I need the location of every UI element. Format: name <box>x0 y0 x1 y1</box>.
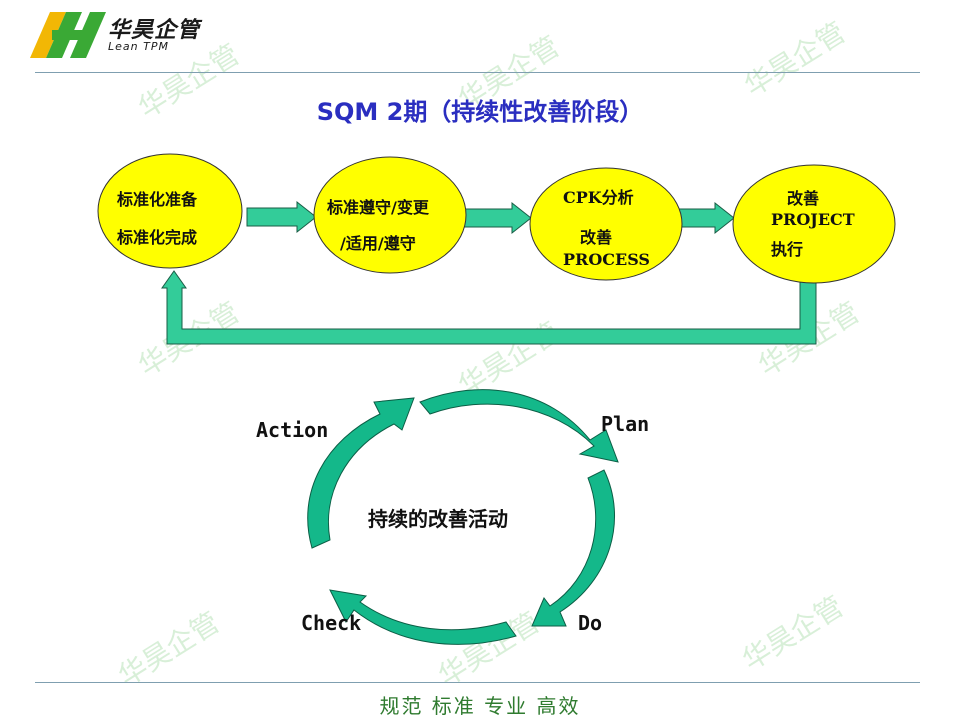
logo-text: 华昊企管 <box>108 18 201 43</box>
flow-node-2 <box>313 156 467 274</box>
node3-label-mid: 改善 <box>580 228 613 247</box>
node4-label-mid: PROJECT <box>771 210 855 229</box>
cycle-label-action: Action <box>256 418 329 442</box>
logo-mark-icon <box>30 12 106 58</box>
page-title: SQM 2期（持续性改善阶段） <box>316 98 644 126</box>
node2-label-top: 标准遵守/变更 <box>327 198 429 217</box>
flow-node-3 <box>529 167 683 281</box>
footer-slogan: 规范 标准 专业 高效 <box>379 694 581 718</box>
node3-label-bottom: PROCESS <box>563 250 650 269</box>
node1-label-top: 标准化准备 <box>117 190 198 209</box>
cycle-label-plan: Plan <box>601 412 650 436</box>
cycle-arrow-plan <box>419 389 619 463</box>
cycle-arrow-action <box>307 397 415 549</box>
cycle-label-do: Do <box>578 611 603 635</box>
flow-node-1 <box>97 153 243 269</box>
node1-label-bottom: 标准化完成 <box>117 228 198 247</box>
flow-node-4 <box>732 164 896 284</box>
node3-label-top: CPK分析 <box>563 188 634 207</box>
node4-label-top: 改善 <box>787 189 820 208</box>
cycle-arrow-check <box>329 589 517 645</box>
logo-subtitle: Lean TPM <box>108 40 169 53</box>
node2-label-bottom: /适用/遵守 <box>340 234 416 253</box>
flow-arrow-3 <box>678 201 735 235</box>
cycle-label-check: Check <box>301 611 362 635</box>
flow-arrow-2 <box>462 201 532 235</box>
feedback-arrow <box>161 270 817 345</box>
cycle-arrow-do <box>531 469 616 627</box>
footer-divider <box>35 682 920 683</box>
header-divider <box>35 72 920 73</box>
node4-label-bottom: 执行 <box>771 240 804 259</box>
flow-arrow-1 <box>246 200 317 234</box>
cycle-center-label: 持续的改善活动 <box>368 507 508 531</box>
